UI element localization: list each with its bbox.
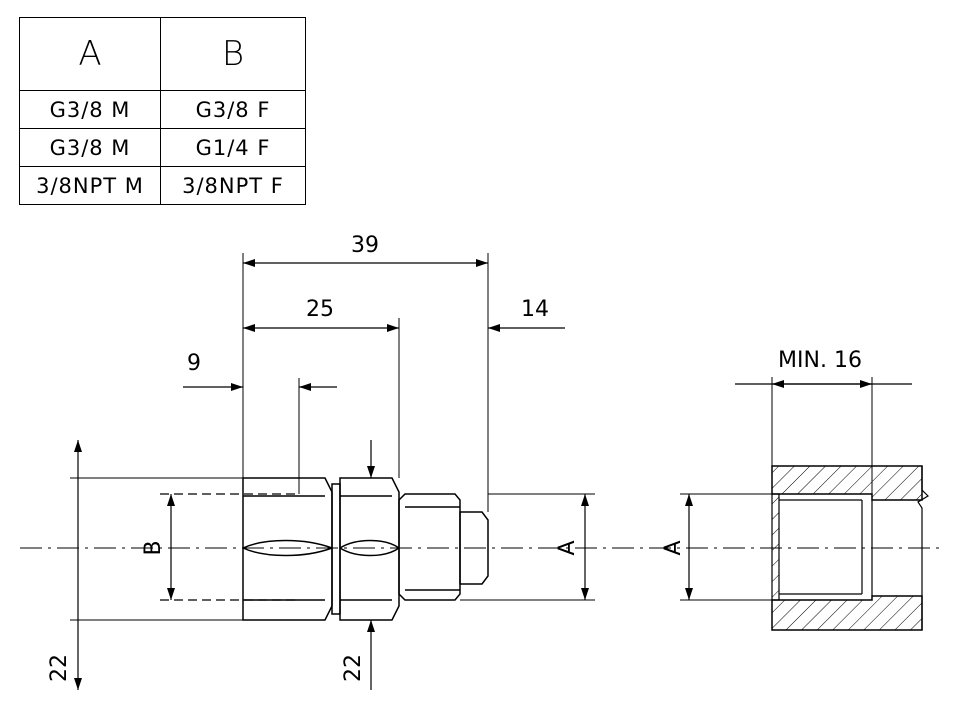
table-header-a: A (19, 17, 161, 91)
dim-label-a-fitting: A (555, 540, 580, 555)
table-row: G3/8 M G1/4 F (19, 128, 306, 167)
table-cell-a: G3/8 M (19, 128, 161, 167)
table-row: G3/8 M G3/8 F (19, 90, 306, 129)
fitting-body (242, 477, 489, 621)
port-section (771, 465, 929, 631)
table-cell-b: 3/8NPT F (160, 166, 306, 205)
dim-label-39: 39 (351, 233, 379, 258)
dim-label-b: B (141, 540, 166, 555)
table-row: 3/8NPT M 3/8NPT F (19, 166, 306, 205)
dim-label-14: 14 (521, 297, 549, 322)
thread-size-table: A B G3/8 M G3/8 F G3/8 M G1/4 F 3/8NPT M… (19, 17, 306, 205)
dim-label-min16: MIN. 16 (778, 348, 862, 373)
table-header-row: A B (19, 17, 306, 91)
dim-label-22-left: 22 (47, 654, 72, 682)
extension-lines (70, 253, 595, 621)
table-header-b: B (160, 17, 306, 91)
dim-label-a-port: A (661, 540, 686, 555)
table-cell-b: G1/4 F (160, 128, 306, 167)
dim-label-22-right: 22 (341, 654, 366, 682)
table-cell-a: 3/8NPT M (19, 166, 161, 205)
dim-label-25: 25 (306, 297, 334, 322)
dim-label-9: 9 (187, 351, 201, 376)
port-extension-lines (680, 377, 873, 601)
internal-thread-lines (160, 493, 300, 601)
